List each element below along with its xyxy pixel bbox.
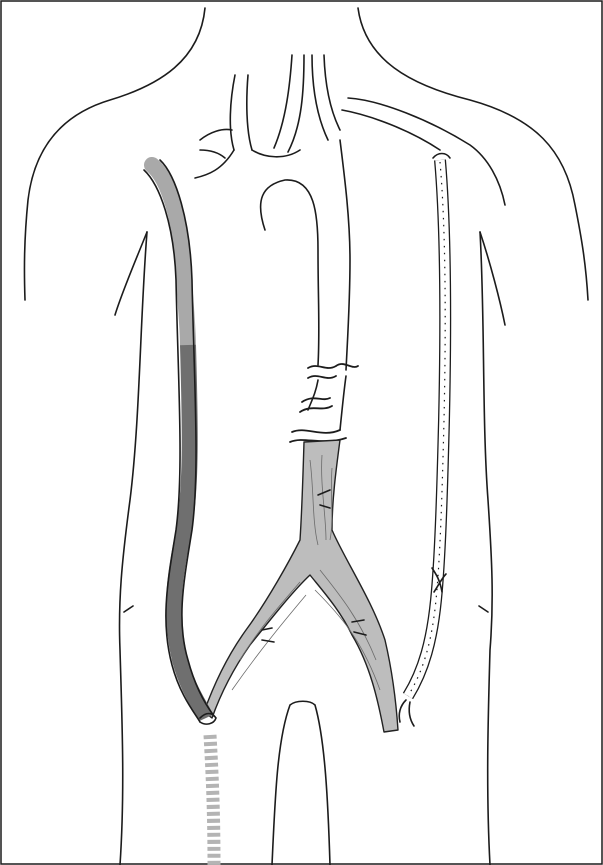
upper-clamp <box>308 364 358 378</box>
middle-clamp <box>300 398 332 412</box>
aorta-cut-segment <box>308 376 346 430</box>
aorta-clamps <box>290 364 358 442</box>
left-subclavian-upper <box>200 129 232 158</box>
central-carotid-artery <box>274 55 304 152</box>
descending-aorta-upper <box>261 140 350 370</box>
left-bypass-graft <box>144 160 216 865</box>
right-waist-notch <box>479 606 488 612</box>
left-carotid-artery <box>230 75 252 150</box>
legs-inner-outline <box>272 701 330 865</box>
graft-upper-light-segment <box>152 165 188 345</box>
left-iliac-branch <box>262 628 274 642</box>
graft-extension-faint <box>210 735 214 865</box>
body-outline <box>24 8 588 865</box>
right-ribbed-graft <box>399 154 450 727</box>
right-torso-side <box>480 232 492 865</box>
aortic-arch <box>195 150 234 178</box>
left-waist-notch <box>124 606 133 612</box>
arch-outer-right <box>252 150 300 157</box>
ribbed-graft-anastomosis <box>399 700 414 726</box>
right-shoulder-outline <box>358 8 588 300</box>
ribbed-graft-top-cap <box>433 154 450 159</box>
thoracic-vessels <box>195 55 505 370</box>
right-carotid-artery <box>312 55 340 140</box>
left-torso-side <box>119 232 147 865</box>
right-subclavian-artery <box>342 98 505 205</box>
abdominal-aorta-bifurcation <box>204 440 398 732</box>
right-arm-inner-line <box>480 232 505 325</box>
